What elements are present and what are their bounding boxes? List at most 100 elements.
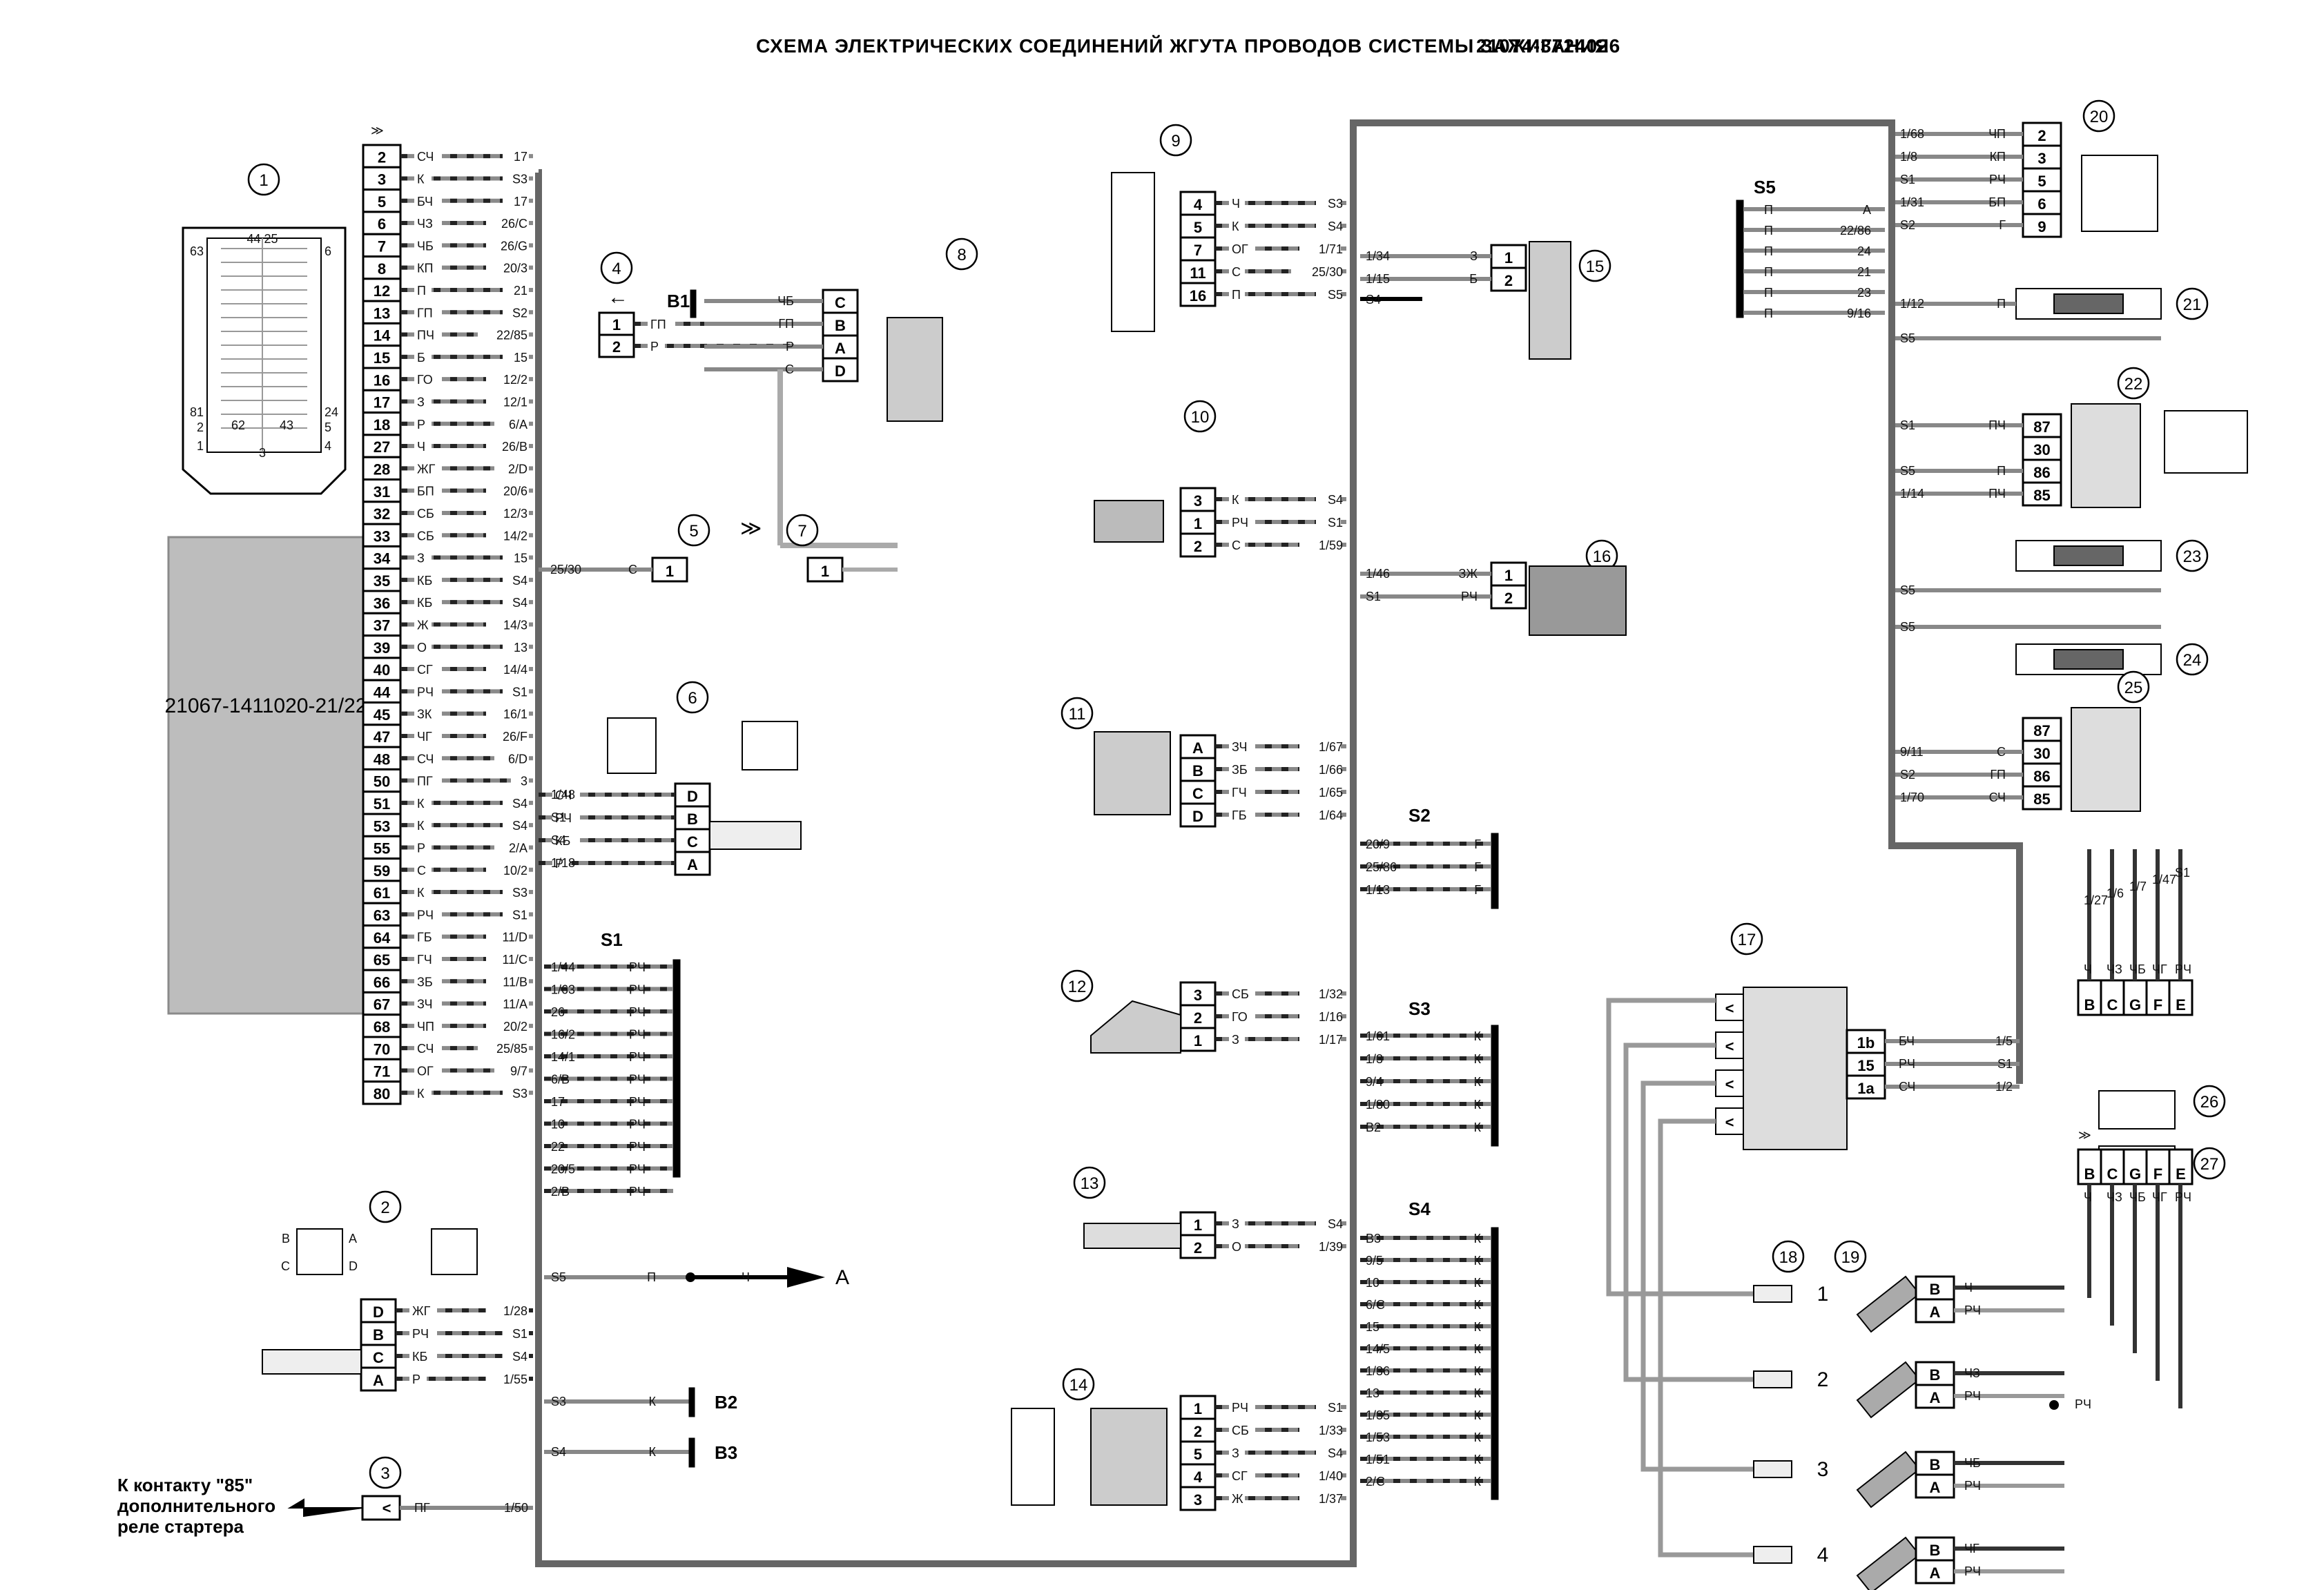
c6-wire-dest-D: 1/48	[551, 788, 575, 802]
c12-wire-dest-2: 1/16	[1319, 1010, 1343, 1024]
c16-pin-1	[1490, 561, 1527, 587]
c14-wire-dest-2: 1/33	[1319, 1424, 1343, 1437]
c16-wire-dest-1: 1/46	[1366, 567, 1390, 581]
component-15-badge-label: 15	[1586, 258, 1605, 276]
c1-2: 2	[197, 420, 204, 434]
inj-4-pin-B-label: B	[1930, 1542, 1941, 1559]
c16-wire-dest-2: S1	[1366, 590, 1381, 603]
c9-wire-code-bg-4	[1229, 195, 1245, 210]
component-26-badge	[2193, 1085, 2226, 1118]
c15-shield-s4: S4	[1366, 293, 1381, 307]
c4-pin-1-label: 1	[612, 316, 621, 333]
ecu-pin-55-label: 55	[374, 840, 390, 857]
ecu-pin-33-label: 33	[374, 527, 390, 545]
c12-wire-code-3: СБ	[1232, 987, 1249, 1001]
wire-code-ecu-7: ЧБ	[417, 239, 434, 253]
wire-code-ecu-15: Б	[417, 351, 425, 365]
wire-code-ecu-37: Ж	[417, 618, 429, 632]
s5-wire-code-5: П	[1764, 307, 1773, 320]
c9-wire-dest-16: S5	[1328, 288, 1343, 302]
wire-code-ecu-59: С	[417, 864, 426, 878]
inj-4-pin-B	[1915, 1536, 1955, 1562]
c3-symbol: <	[383, 1500, 391, 1517]
c12-badge-label: 12	[1068, 978, 1087, 996]
wire-dest-bg-ecu-2	[503, 148, 529, 164]
splice-S4-dest-10: 1/51	[1366, 1453, 1390, 1466]
splice-S2-code-0: Г	[1474, 837, 1481, 851]
wire-dest-bg-ecu-66	[486, 973, 529, 989]
wire-dest-ecu-71: 9/7	[510, 1064, 527, 1078]
s1-wire-dest-5: 6/B	[551, 1073, 570, 1087]
c11-pin-B-label: B	[1192, 762, 1203, 779]
fuse-24-feed-s5: S5	[1900, 620, 1915, 634]
c16-pin-2-label: 2	[1504, 590, 1513, 607]
relay-25-badge	[2117, 670, 2150, 704]
c14-pin-4-label: 4	[1194, 1468, 1203, 1486]
wire-code-c2-D: ЖГ	[412, 1304, 431, 1318]
c12-wire-dest-bg-1	[1299, 1031, 1341, 1046]
oxygen-sensor-body	[262, 1349, 362, 1375]
ecu-pin-53-label: 53	[374, 817, 390, 835]
c27-harness-wire-code-E: РЧ	[2175, 1190, 2191, 1204]
s1-wire-dest-6: 17	[551, 1095, 565, 1109]
c1-5: 5	[325, 420, 331, 434]
c26-harness-pin-B-label: B	[2084, 996, 2095, 1014]
wire-dest-bg-ecu-12	[503, 281, 529, 297]
wire-code-bg-ecu-8	[414, 259, 442, 275]
s5-wire-dest-2: 24	[1857, 244, 1871, 258]
wire-code-bg-ecu-28	[414, 460, 442, 476]
ecu-pin-71-label: 71	[374, 1063, 390, 1080]
c9-wire-code-7: ОГ	[1232, 242, 1248, 256]
component-26-badge-label: 26	[2200, 1093, 2219, 1112]
wire-dest-bg-ecu-15	[503, 348, 529, 364]
ecu-pin-8	[362, 255, 402, 280]
splice-S4-dest-5: 14/5	[1366, 1342, 1390, 1356]
c11-wire-dest-bg-B	[1299, 761, 1341, 776]
c10-wire-dest-bg-3	[1316, 491, 1341, 506]
wire-code-ecu-53: К	[417, 819, 425, 833]
relay-22-pin-30-label: 30	[2033, 441, 2050, 458]
relay-22-wire-code-86: П	[1997, 464, 2006, 478]
wire-code-bg-ecu-2	[414, 148, 442, 164]
c26-harness-wire-code-F: ЧГ	[2152, 962, 2167, 976]
c17-wire-dest-1b: 1/5	[1995, 1034, 2013, 1048]
c10-wire-dest-bg-1	[1316, 514, 1341, 529]
injector-common-node	[2049, 1400, 2059, 1410]
wire-dest-bg-ecu-63	[503, 906, 529, 922]
c9-pin-7-label: 7	[1194, 242, 1202, 259]
component-4-badge	[600, 251, 633, 284]
wire-code-bg-ecu-80	[414, 1084, 432, 1100]
c17-pin-15	[1846, 1051, 1886, 1077]
s1-wire-code-9: РЧ	[629, 1163, 646, 1176]
c14-wire-code-4: СГ	[1232, 1469, 1248, 1483]
wire-dest-ecu-8: 20/3	[503, 262, 527, 275]
arrow-a-s5: S5	[551, 1270, 566, 1284]
wire-dest-bg-ecu-33	[486, 527, 529, 543]
s1-wire-code-2: РЧ	[629, 1005, 646, 1019]
c13-wire-code-bg-1	[1229, 1215, 1245, 1230]
ecu-pin-5	[362, 188, 402, 213]
ecu-pin-35-label: 35	[374, 572, 390, 590]
c11-pin-C-label: C	[1192, 785, 1203, 802]
c14-wire-code-bg-1	[1229, 1399, 1255, 1414]
component-8-badge-label: 8	[957, 246, 966, 264]
c12-badge	[1061, 969, 1094, 1002]
component-4-badge-label: 4	[612, 260, 621, 278]
b3-wire-s: S4	[551, 1445, 566, 1459]
splice-S3-code-3: К	[1474, 1098, 1482, 1112]
wire-code-c6-D: СЧ	[555, 788, 572, 802]
component-1-badge-label: 1	[259, 171, 268, 190]
ecu-pin-16	[362, 367, 402, 391]
wire-dest-ecu-70: 25/85	[496, 1042, 527, 1056]
c11-wire-code-C: ГЧ	[1232, 786, 1247, 799]
wire-code-ecu-45: ЗК	[417, 708, 432, 721]
c15-sensor	[1529, 241, 1571, 360]
c13-wire-dest-bg-1	[1316, 1215, 1341, 1230]
c8-wire-code-A: Р	[786, 340, 794, 353]
ecu-pin-34-label: 34	[374, 550, 391, 568]
c2-plug-letter-2: C	[281, 1259, 290, 1273]
wire-dest-bg-ecu-59	[486, 861, 529, 877]
c17-pin-15-label: 15	[1857, 1057, 1874, 1074]
wire-code-ecu-2: СЧ	[417, 150, 434, 164]
diagram-title: СХЕМА ЭЛЕКТРИЧЕСКИХ СОЕДИНЕНИЙ ЖГУТА ПРО…	[756, 35, 1609, 57]
